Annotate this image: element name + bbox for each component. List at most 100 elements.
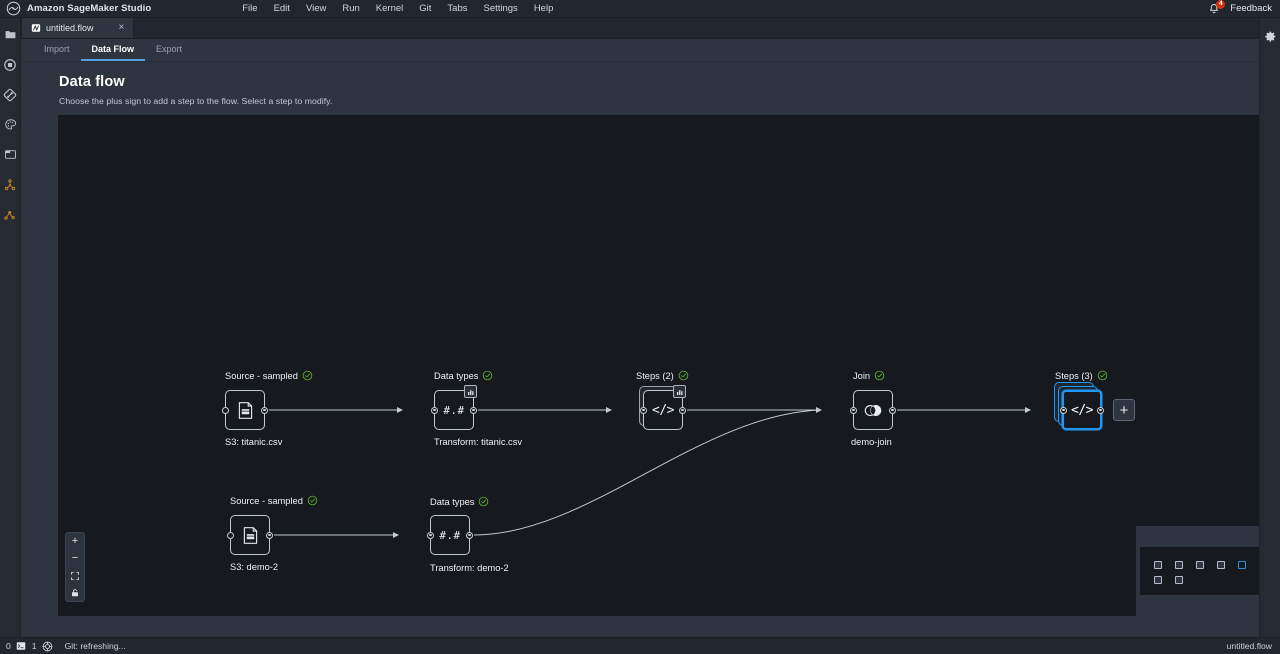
add-step-button[interactable]: + [1113,399,1135,421]
node-port-in[interactable] [850,406,857,414]
menu-item-edit[interactable]: Edit [273,3,290,14]
document-tab-untitled-flow[interactable]: untitled.flow × [21,17,135,38]
lock-canvas-button[interactable] [66,584,84,601]
menu-item-view[interactable]: View [305,3,327,14]
status-valid-icon [678,370,689,381]
node-port-in[interactable] [227,531,234,539]
data-source-file-icon [238,401,252,419]
minimap-node-selected [1238,561,1246,569]
minimap-node [1154,576,1162,584]
flow-subtab-bar: Import Data Flow Export [21,39,1259,62]
sidebar-item-settings-panel[interactable] [1262,28,1279,45]
node-port-out[interactable] [470,406,477,414]
running-terminals-icon [4,58,16,71]
menu-item-run[interactable]: Run [342,3,360,14]
node-caption-datatypes-demo2: Data types [430,496,489,507]
flow-header: Data flow Choose the plus sign to add a … [21,62,1259,115]
menu-item-git[interactable]: Git [419,3,432,14]
flow-node-source-titanic[interactable] [222,390,268,430]
sidebar-item-running-terminals[interactable] [2,56,19,73]
terminals-count: 0 [6,641,11,651]
tab-data-flow[interactable]: Data Flow [80,39,146,61]
zoom-out-button[interactable]: − [71,552,79,564]
chart-badge-icon [467,389,473,395]
node-insights-badge-datatypes-titanic[interactable] [464,385,477,398]
terminal-icon [16,641,27,652]
notification-count-badge: 4 [1216,0,1226,9]
fit-to-screen-button[interactable] [66,567,84,584]
sidebar-item-extensions[interactable] [2,116,19,133]
flow-node-datatypes-demo2[interactable]: #.# [427,515,473,555]
node-port-in[interactable] [222,406,229,414]
menu-items: File Edit View Run Kernel Git Tabs Setti… [234,1,561,16]
fit-to-screen-icon [71,571,79,580]
minimap-viewport[interactable] [1140,547,1261,595]
extensions-icon [4,119,16,130]
open-tabs-icon [4,150,16,159]
status-bar: 0 1 Git: refreshing... untitled. [0,637,1280,654]
tab-import[interactable]: Import [44,44,70,54]
node-port-in[interactable] [1060,406,1067,414]
node-port-out[interactable] [261,406,268,414]
flow-node-datatypes-titanic[interactable]: #.# [431,390,477,430]
node-port-out[interactable] [679,406,686,414]
menu-item-file[interactable]: File [242,3,258,14]
node-port-out[interactable] [889,406,896,414]
node-port-in[interactable] [427,531,434,539]
sidebar-item-git[interactable] [2,86,19,103]
page-title: Data flow [59,74,125,90]
document-tab-bar: untitled.flow × [21,17,1259,39]
flow-node-source-demo2[interactable] [227,515,273,555]
node-port-out[interactable] [266,531,273,539]
page-subtitle: Choose the plus sign to add a step to th… [59,96,333,106]
minimap-node [1175,576,1183,584]
sagemaker-logo-icon [5,1,21,17]
gear-icon [1264,31,1275,42]
feedback-button[interactable]: Feedback [1230,3,1272,14]
sidebar-item-file-browser[interactable] [2,26,19,43]
node-sublabel-source-demo2: S3: demo-2 [230,562,279,572]
data-flow-canvas[interactable]: Source - sampled S3: titani [58,115,1266,616]
node-port-out[interactable] [466,531,473,539]
status-git[interactable]: Git: refreshing... [59,638,132,654]
notifications-button[interactable]: 4 [1207,0,1226,16]
status-file-name: untitled.flow [1226,641,1272,651]
lock-icon [72,588,78,596]
status-valid-icon [874,370,885,381]
zoom-in-button[interactable]: + [71,535,79,547]
node-caption-datatypes-titanic: Data types [434,370,493,381]
node-insights-badge-steps-2[interactable] [673,385,686,398]
menu-item-kernel[interactable]: Kernel [375,3,404,14]
menu-item-settings[interactable]: Settings [483,3,518,14]
status-valid-icon [307,495,318,506]
flow-node-steps-3[interactable]: </> [1060,390,1104,430]
menu-item-help[interactable]: Help [533,3,554,14]
main-area: untitled.flow × Import Data Flow Export … [21,17,1266,637]
node-port-out[interactable] [1097,406,1104,414]
code-icon: </> [652,402,674,418]
join-venn-icon [864,404,882,416]
node-sublabel-demo-join: demo-join [851,437,892,447]
node-caption-source-titanic: Source - sampled [225,370,313,381]
data-wrangler-icon [30,23,41,34]
status-terminals[interactable]: 0 1 [0,638,59,654]
node-caption-source-demo2: Source - sampled [230,495,318,506]
node-port-in[interactable] [431,406,438,414]
canvas-zoom-controls: + − [65,532,85,602]
close-icon[interactable]: × [118,22,125,33]
flow-node-demo-join[interactable] [850,390,896,430]
node-caption-steps-2: Steps (2) [636,370,689,381]
status-valid-icon [482,370,493,381]
node-port-in[interactable] [640,406,647,414]
canvas-minimap[interactable] [1136,526,1266,616]
components-icon [4,210,15,220]
sidebar-item-pipelines[interactable] [2,176,19,193]
document-tab-label: untitled.flow [46,23,94,33]
sidebar-item-components[interactable] [2,206,19,223]
tab-export[interactable]: Export [156,44,183,54]
data-source-file-icon [243,526,257,544]
sidebar-item-open-tabs[interactable] [2,146,19,163]
menu-bar-right: 4 Feedback [1207,0,1272,16]
menu-item-tabs[interactable]: Tabs [447,3,468,14]
